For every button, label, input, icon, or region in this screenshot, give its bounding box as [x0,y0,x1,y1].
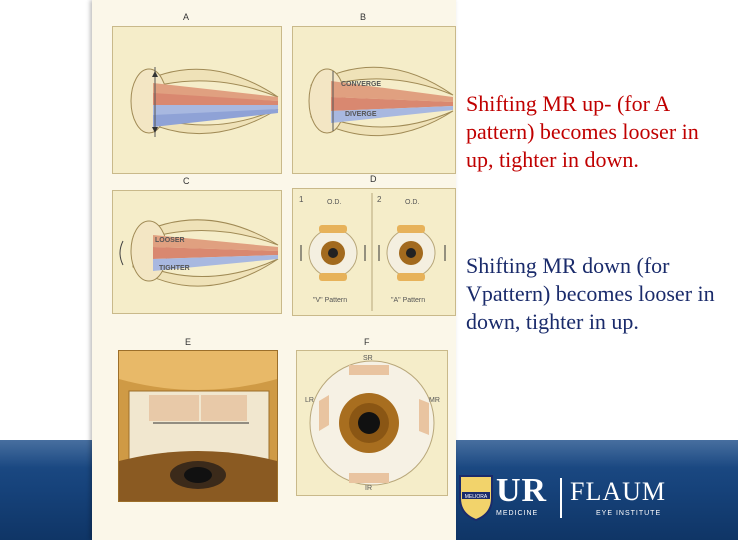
logo-medicine: MEDICINE [496,510,539,517]
panel-e [118,350,278,502]
university-seal-icon: MELIORA [459,475,493,522]
logo-flaum: FLAUM [570,477,667,506]
tighter-label: TIGHTER [159,265,190,272]
figure-page: A B C D E F CONVERGE DIVER [92,0,456,540]
panel-f: SR LR MR IR [296,350,448,496]
a-pattern-caption: "A" Pattern [391,297,426,304]
panel-label-c: C [183,176,190,186]
logo-eye-institute: EYE INSTITUTE [596,510,662,517]
logo-ur: UR [496,472,548,509]
converge-label: CONVERGE [341,81,382,88]
sr-label: SR [363,355,373,362]
panel-c: LOOSER TIGHTER [112,190,282,314]
logo-divider [560,478,562,518]
looser-label: LOOSER [155,237,185,244]
seal-text: MELIORA [465,494,488,500]
panel-label-f: F [364,337,370,347]
panel-b: CONVERGE DIVERGE [292,26,456,174]
eye-muscle-illustration-c [119,219,279,287]
v-pattern-caption: "V" Pattern [313,297,348,304]
surgical-field-illustration-e [119,351,277,501]
sub-label-1: 1 [299,195,304,204]
sub-label-2: 2 [377,195,382,204]
panel-a [112,26,282,174]
mr-label: MR [429,397,440,404]
lr-label: LR [305,397,314,404]
od-label-1: O.D. [327,199,342,206]
eye-muscle-illustration-b [308,66,454,137]
eye-muscle-illustration-a [130,67,279,137]
paragraph-mr-up: Shifting MR up- (for A pattern) becomes … [466,91,699,172]
panel-d: 1 2 O.D. O.D. "V" Pattern "A" Pattern [292,188,456,316]
eye-pattern-illustration-d [300,193,446,311]
panel-label-a: A [183,12,190,22]
ur-flaum-logo: MELIORA UR FLAUM MEDICINE EYE INSTITUTE [456,468,696,528]
eye-illustration-f [309,360,435,486]
od-label-2: O.D. [405,199,420,206]
diverge-label: DIVERGE [345,111,377,118]
panel-label-e: E [185,337,192,347]
panel-label-d: D [370,174,377,184]
ir-label: IR [365,485,372,492]
panel-label-b: B [360,12,367,22]
paragraph-mr-down: Shifting MR down (for Vpattern) becomes … [466,253,715,334]
